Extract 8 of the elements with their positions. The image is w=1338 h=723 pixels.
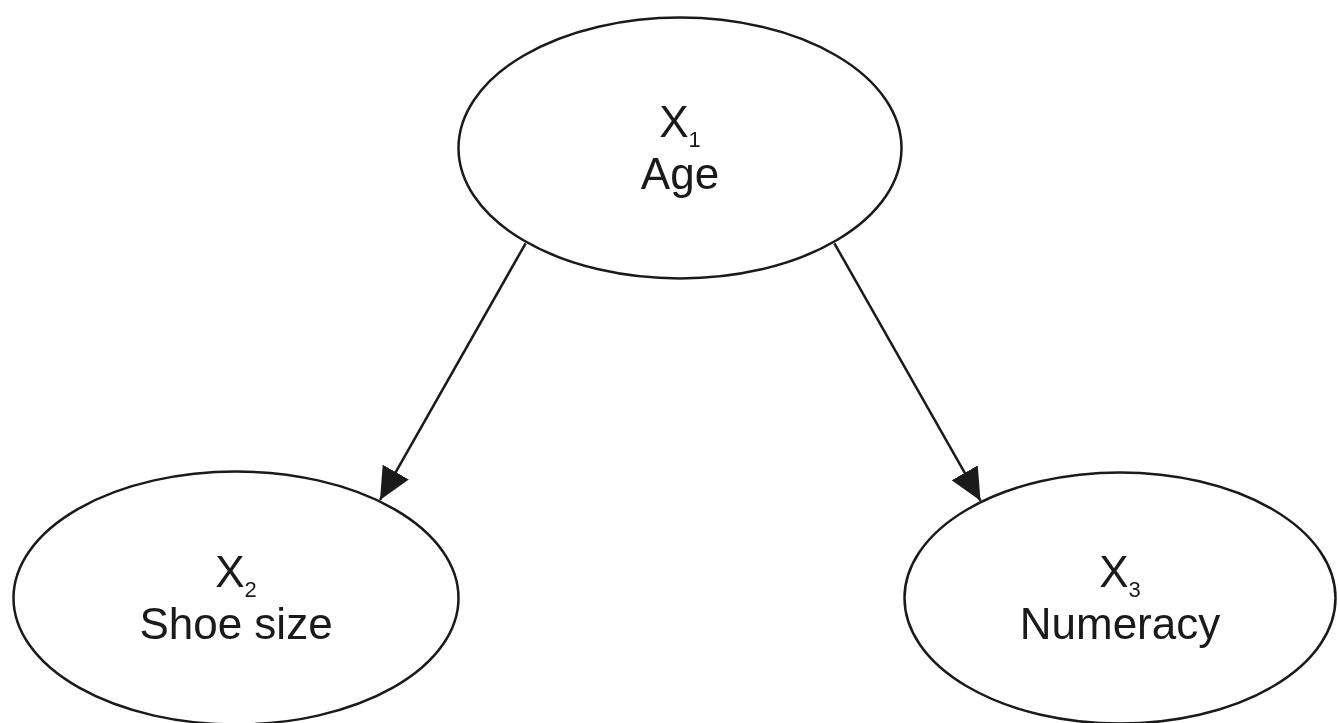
- variable-label: Age: [640, 150, 720, 198]
- arrow: [378, 242, 527, 501]
- variable-symbol: X$_{2}$: [215, 548, 257, 601]
- arrow: [833, 242, 982, 502]
- variable-symbol: X$_{1}$: [659, 98, 701, 151]
- variable-label: Shoe size: [139, 600, 333, 648]
- variable-symbol: X$_{3}$: [1099, 548, 1141, 601]
- variable-label: Numeracy: [1019, 600, 1221, 648]
